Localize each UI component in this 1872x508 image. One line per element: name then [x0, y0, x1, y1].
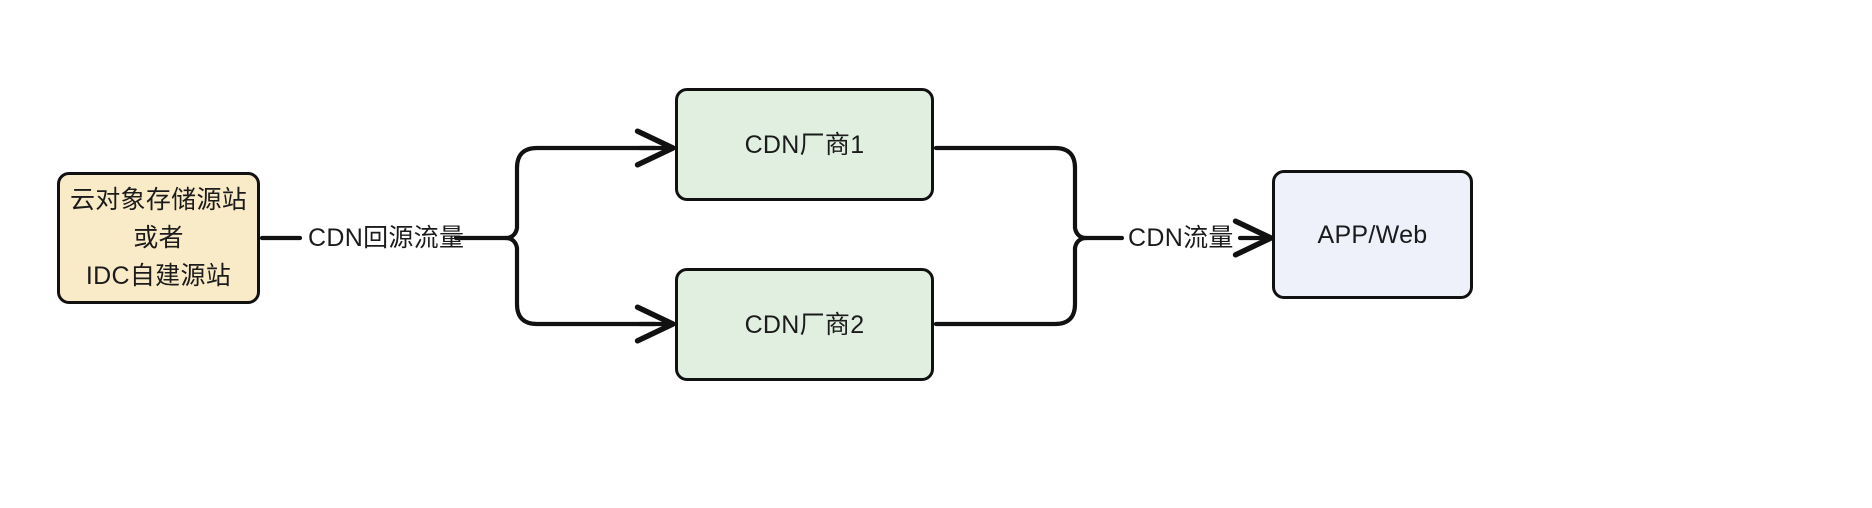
edge-label-cdn-traffic: CDN流量 [1128, 224, 1234, 252]
node-origin-site[interactable]: 云对象存储源站 或者 IDC自建源站 [57, 172, 260, 304]
node-app-web-client[interactable]: APP/Web [1272, 170, 1473, 299]
edge-merge-down [933, 235, 1089, 327]
edge-merge-up [933, 145, 1089, 241]
node-cdn-vendor-2[interactable]: CDN厂商2 [675, 268, 934, 381]
edge-label-origin-pull-traffic: CDN回源流量 [308, 224, 465, 252]
edge-fork-down [503, 235, 658, 327]
node-cdn-vendor-1[interactable]: CDN厂商1 [675, 88, 934, 201]
edge-fork-up [503, 145, 658, 241]
